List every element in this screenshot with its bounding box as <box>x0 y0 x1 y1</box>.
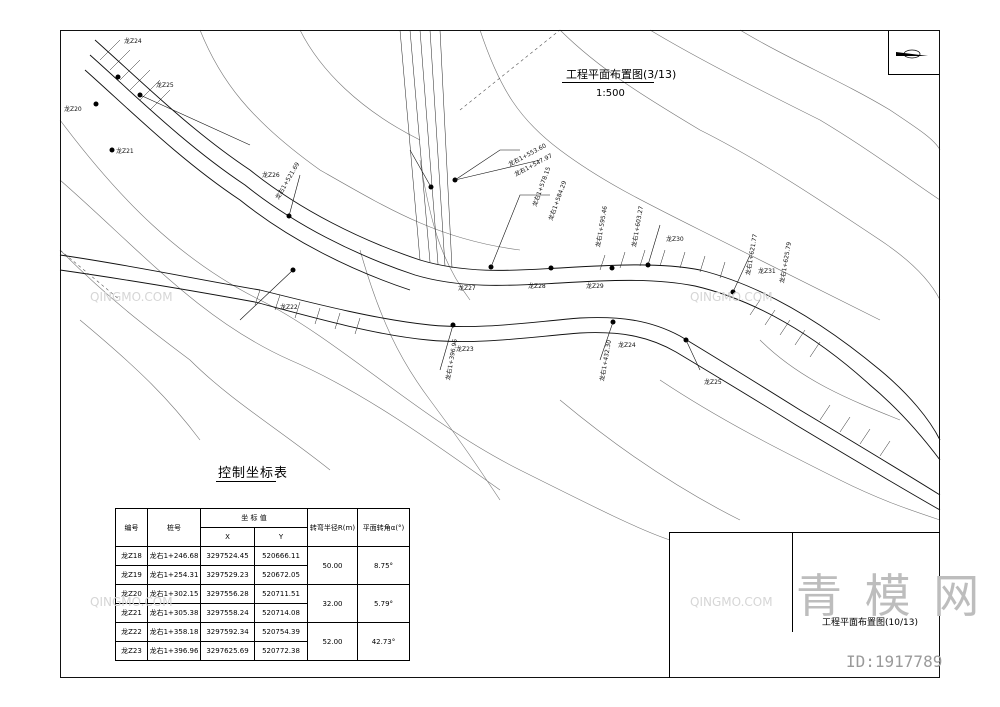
watermark-text: QINGMO.COM <box>90 595 173 609</box>
header-angle: 平面转角α(°) <box>357 508 410 547</box>
cell-y: 520666.11 <box>254 546 308 566</box>
point-label: 龙Z24 <box>618 342 636 349</box>
header-id: 编号 <box>115 508 148 547</box>
point-label: 龙Z30 <box>666 236 684 243</box>
drawing-scale: 1:500 <box>596 88 625 99</box>
point-label: 龙Z27 <box>458 285 476 292</box>
cell-x: 3297625.69 <box>200 641 255 661</box>
point-label: 龙Z29 <box>586 283 604 290</box>
table-title: 控制坐标表 <box>218 466 289 481</box>
point-label: 龙Z23 <box>456 346 474 353</box>
cell-y: 520772.38 <box>254 641 308 661</box>
cell-station: 龙右1+246.68 <box>147 546 201 566</box>
title-underline <box>562 82 654 83</box>
cell-id: 龙Z22 <box>115 622 148 642</box>
cell-angle: 5.79° <box>357 584 410 623</box>
watermark-text: QINGMO.COM <box>690 290 773 304</box>
table-row: 龙Z23 龙右1+396.96 3297625.69 520772.38 <box>115 641 410 661</box>
cell-y: 520711.51 <box>254 584 308 604</box>
point-label: 龙Z26 <box>262 172 280 179</box>
point-label: 龙Z28 <box>528 283 546 290</box>
cell-id: 龙Z18 <box>115 546 148 566</box>
cell-x: 3297558.24 <box>200 603 255 623</box>
cell-radius: 52.00 <box>307 622 358 661</box>
header-radius: 转弯半径R(m) <box>307 508 358 547</box>
dashed-lines <box>59 29 561 301</box>
header-x: X <box>200 527 255 547</box>
table-row: 龙Z19 龙右1+254.31 3297529.23 520672.05 <box>115 565 410 585</box>
cell-station: 龙右1+254.31 <box>147 565 201 585</box>
cell-y: 520714.08 <box>254 603 308 623</box>
cell-id: 龙Z23 <box>115 641 148 661</box>
point-label: 龙Z22 <box>280 304 298 311</box>
drawing-title: 工程平面布置图(3/13) <box>566 68 677 81</box>
watermark-id: ID:1917789 <box>846 652 943 671</box>
watermark-text: QINGMO.COM <box>690 595 773 609</box>
point-label: 龙Z24 <box>124 38 142 45</box>
cell-x: 3297556.28 <box>200 584 255 604</box>
cell-radius: 50.00 <box>307 546 358 585</box>
north-arrow-box <box>888 31 939 75</box>
cell-angle: 42.73° <box>357 622 410 661</box>
cell-x: 3297592.34 <box>200 622 255 642</box>
title-block-caption: 工程平面布置图(10/13) <box>822 618 918 628</box>
header-coord: 坐 标 值 <box>200 508 308 528</box>
slope-hatching <box>99 29 891 457</box>
table-row: 龙Z18 龙右1+246.68 3297524.45 520666.11 50.… <box>115 546 410 585</box>
point-label: 龙Z25 <box>156 82 174 89</box>
title-block <box>669 532 940 678</box>
cell-station: 龙右1+396.96 <box>147 641 201 661</box>
cell-station: 龙右1+358.18 <box>147 622 201 642</box>
drawing-frame <box>60 30 940 678</box>
point-label: 龙Z21 <box>116 148 134 155</box>
leader-lines <box>139 94 751 371</box>
table-title-underline <box>216 481 276 482</box>
point-label: 龙Z31 <box>758 268 776 275</box>
cell-angle: 8.75° <box>357 546 410 585</box>
cell-y: 520754.39 <box>254 622 308 642</box>
control-coordinate-table: 编号 桩号 坐 标 值 转弯半径R(m) 平面转角α(°) X Y 龙Z18 龙… <box>115 508 410 661</box>
contour-lines <box>59 29 941 541</box>
header-station: 桩号 <box>147 508 201 547</box>
watermark-text: QINGMO.COM <box>90 290 173 304</box>
table-row: 龙Z22 龙右1+358.18 3297592.34 520754.39 52.… <box>115 622 410 661</box>
lower-road <box>59 254 941 511</box>
title-block-inner <box>792 532 940 632</box>
cell-x: 3297529.23 <box>200 565 255 585</box>
north-arrow-icon <box>896 49 928 59</box>
cell-y: 520672.05 <box>254 565 308 585</box>
table-row: 龙Z21 龙右1+305.38 3297558.24 520714.08 <box>115 603 410 623</box>
cell-id: 龙Z19 <box>115 565 148 585</box>
cell-radius: 32.00 <box>307 584 358 623</box>
watermark-brand: 青 模 网 <box>796 569 984 623</box>
cell-x: 3297524.45 <box>200 546 255 566</box>
point-label: 龙Z25 <box>704 379 722 386</box>
header-y: Y <box>254 527 308 547</box>
point-label: 龙Z20 <box>64 106 82 113</box>
